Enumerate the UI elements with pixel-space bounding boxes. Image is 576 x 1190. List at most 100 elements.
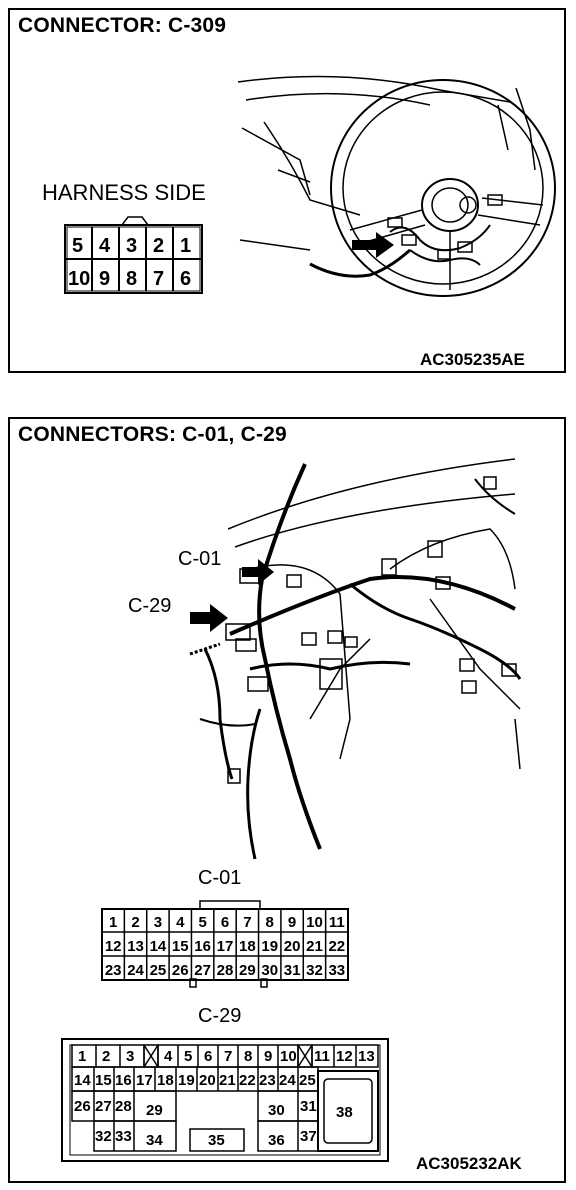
pin-label: 10 — [306, 914, 323, 931]
pin-label: 30 — [268, 1102, 285, 1119]
pin-label: 23 — [259, 1072, 276, 1089]
c309-pins-bottom: 10 9 8 7 6 — [68, 268, 191, 290]
pin-label: 12 — [336, 1048, 353, 1065]
c29-diagram-label: C-29 — [198, 1005, 242, 1027]
pin-label: 9 — [264, 1048, 272, 1065]
pin-label: 29 — [239, 962, 256, 979]
pin-label: 25 — [299, 1072, 316, 1089]
pin-label: 8 — [266, 914, 274, 931]
pin-label: 7 — [153, 268, 164, 290]
arrow-icon — [190, 604, 228, 632]
callout-c29: C-29 — [128, 595, 172, 617]
connector-c309-panel: CONNECTOR: C-309 HARNESS SIDE AC305235AE… — [8, 8, 566, 373]
pin-label: 21 — [306, 938, 323, 955]
pin-label: 19 — [178, 1072, 195, 1089]
pin-label: 17 — [136, 1072, 153, 1089]
pin-label: 2 — [131, 914, 139, 931]
pin-label: 1 — [180, 235, 191, 257]
pin-label: 22 — [239, 1072, 256, 1089]
pin-label: 20 — [284, 938, 301, 955]
pin-label: 26 — [74, 1098, 91, 1115]
pin-label: 6 — [204, 1048, 212, 1065]
pin-label: 8 — [126, 268, 137, 290]
pin-label: 1 — [109, 914, 117, 931]
pin-label: 22 — [328, 938, 345, 955]
pin-label: 12 — [105, 938, 122, 955]
pin-label: 14 — [150, 938, 167, 955]
pin-label: 25 — [150, 962, 167, 979]
c01-connector-face — [101, 900, 349, 988]
pin-label: 9 — [288, 914, 296, 931]
pin-label: 18 — [157, 1072, 174, 1089]
pin-label: 3 — [126, 235, 137, 257]
pin-label: 33 — [328, 962, 345, 979]
dashboard-harness-illustration — [189, 458, 522, 860]
pin-label: 33 — [115, 1128, 132, 1145]
pin-label: 6 — [221, 914, 229, 931]
pin-label: 10 — [280, 1048, 297, 1065]
pin-label: 16 — [115, 1072, 132, 1089]
pin-label: 13 — [358, 1048, 375, 1065]
pin-label: 38 — [336, 1104, 353, 1121]
steering-wheel-illustration — [237, 75, 556, 297]
pin-label: 5 — [198, 914, 206, 931]
pin-label: 5 — [72, 235, 83, 257]
pin-label: 31 — [284, 962, 301, 979]
pin-label: 7 — [243, 914, 251, 931]
pin-label: 31 — [300, 1098, 317, 1115]
pin-label: 15 — [95, 1072, 112, 1089]
pin-label: 11 — [314, 1048, 330, 1065]
harness-side-label: HARNESS SIDE — [42, 180, 206, 205]
pin-label: 28 — [217, 962, 234, 979]
c309-connector-face — [64, 216, 203, 294]
pin-label: 26 — [172, 962, 189, 979]
pin-label: 24 — [127, 962, 144, 979]
pin-label: 8 — [244, 1048, 252, 1065]
pin-label: 9 — [99, 268, 110, 290]
pin-label: 19 — [261, 938, 278, 955]
pin-label: 3 — [126, 1048, 134, 1065]
c01-diagram-label: C-01 — [198, 867, 242, 889]
panel-title: CONNECTORS: C-01, C-29 — [18, 423, 287, 446]
pin-label: 34 — [146, 1132, 163, 1149]
pin-label: 2 — [102, 1048, 110, 1065]
pin-label: 29 — [146, 1102, 163, 1119]
arrow-icon — [352, 232, 394, 258]
pin-label: 32 — [95, 1128, 112, 1145]
pin-label: 10 — [68, 268, 90, 290]
c309-drawing: 5 4 3 2 1 10 9 8 7 6 — [64, 75, 556, 297]
pin-label: 14 — [74, 1072, 91, 1089]
pin-label: 11 — [329, 914, 345, 931]
pin-label: 4 — [164, 1048, 173, 1065]
pin-label: 27 — [194, 962, 211, 979]
pin-label: 7 — [224, 1048, 232, 1065]
c29-pin-labels: 1 2 3 4 5 6 7 8 9 10 11 12 13 14 15 16 1… — [74, 1048, 375, 1149]
pin-label: 2 — [153, 235, 164, 257]
pin-label: 15 — [172, 938, 189, 955]
pin-label: 36 — [268, 1132, 285, 1149]
pin-label: 4 — [176, 914, 185, 931]
pin-label: 37 — [300, 1128, 317, 1145]
pin-label: 21 — [219, 1072, 236, 1089]
pin-label: 27 — [95, 1098, 112, 1115]
pin-label: 13 — [127, 938, 144, 955]
pin-label: 3 — [154, 914, 162, 931]
pin-label: 23 — [105, 962, 122, 979]
pin-label: 16 — [194, 938, 211, 955]
pin-label: 17 — [217, 938, 234, 955]
pin-label: 24 — [279, 1072, 296, 1089]
pin-label: 6 — [180, 268, 191, 290]
pin-label: 4 — [99, 235, 111, 257]
pin-label: 32 — [306, 962, 323, 979]
arrow-icon — [242, 559, 274, 585]
pin-label: 20 — [199, 1072, 216, 1089]
c29-connector-face — [61, 1038, 389, 1162]
callout-c01: C-01 — [178, 548, 222, 570]
c309-pins-top: 5 4 3 2 1 — [72, 235, 191, 257]
connectors-c01-c29-panel: CONNECTORS: C-01, C-29 C-01 C-29 C-01 C-… — [8, 417, 566, 1183]
pin-label: 1 — [78, 1048, 86, 1065]
pin-label: 35 — [208, 1132, 225, 1149]
figure-code: AC305232AK — [416, 1154, 522, 1173]
